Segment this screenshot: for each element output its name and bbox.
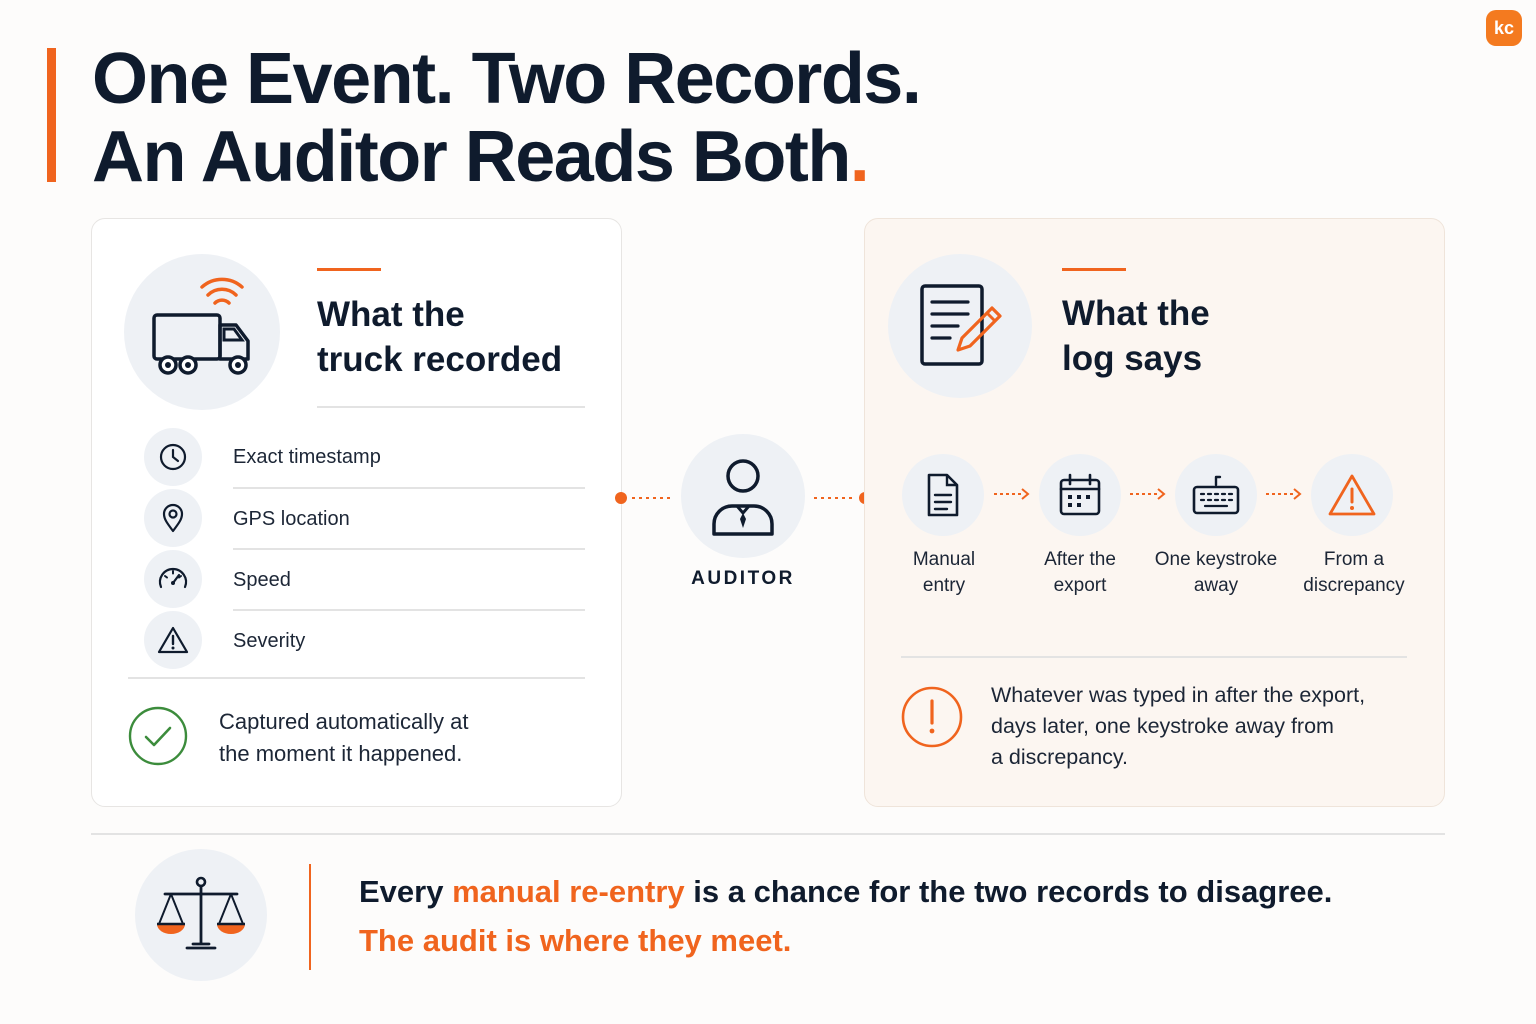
title-line-2: An Auditor Reads Both. <box>92 118 920 196</box>
truck-card-note-line-1: Captured automatically at <box>219 709 469 734</box>
speed-icon-circle <box>144 550 202 608</box>
auditor-icon-circle <box>681 434 805 558</box>
truck-card-note-line-2: the moment it happened. <box>219 741 463 766</box>
list-item: Severity <box>233 630 306 652</box>
list-divider <box>233 609 585 611</box>
footer-line-1: Every manual re-entry is a chance for th… <box>359 874 1332 910</box>
log-card-title-line-1: What the <box>1062 294 1210 333</box>
step-label: After the export <box>1015 547 1145 599</box>
severity-icon-circle <box>144 611 202 669</box>
footer-accent-bar <box>309 864 311 970</box>
footer-line-1-end: is a chance for the two records to disag… <box>684 874 1333 909</box>
step-label-line-1: From a <box>1323 549 1385 570</box>
document-icon <box>927 473 959 517</box>
log-card-note: Whatever was typed in after the export, … <box>991 680 1365 773</box>
footer-highlight: manual re-entry <box>452 874 685 909</box>
step-label-line-2: entry <box>922 575 966 596</box>
scale-icon-circle <box>135 849 267 981</box>
step-label-line-1: Manual <box>912 549 976 570</box>
list-item: Speed <box>233 569 291 591</box>
speedometer-icon <box>158 567 188 589</box>
auditor-label: AUDITOR <box>691 568 795 589</box>
log-card-note-rule <box>901 656 1407 658</box>
warning-icon <box>157 626 189 654</box>
clock-icon-circle <box>144 428 202 486</box>
log-card-note-line-1: Whatever was typed in after the export, <box>991 683 1366 707</box>
location-icon-circle <box>144 489 202 547</box>
step-icon-circle <box>1311 454 1393 536</box>
truck-card-title: What the truck recorded <box>317 292 562 382</box>
step-label-line-2: export <box>1053 575 1107 596</box>
step-arrow <box>994 488 1030 500</box>
step-label-line-2: away <box>1193 575 1239 596</box>
footer-divider <box>91 833 1445 835</box>
truck-card-note: Captured automatically at the moment it … <box>219 706 468 770</box>
keyboard-icon <box>1192 475 1240 515</box>
page-title: One Event. Two Records. An Auditor Reads… <box>92 39 922 196</box>
step-icon-circle <box>1039 454 1121 536</box>
step-label: From a discrepancy <box>1289 547 1419 599</box>
title-accent-bar <box>47 48 56 182</box>
balance-scale-icon <box>157 876 245 950</box>
step-label-line-1: One keystroke <box>1154 549 1278 570</box>
list-item: Exact timestamp <box>233 446 381 468</box>
footer-line-1-start: Every <box>359 874 453 909</box>
step-label-line-1: After the <box>1044 549 1116 570</box>
list-item: GPS location <box>233 508 350 530</box>
brand-logo: kc <box>1486 10 1522 46</box>
check-circle-icon <box>128 706 188 766</box>
step-label-line-2: discrepancy <box>1303 575 1405 596</box>
list-divider <box>233 548 585 550</box>
truck-card-title-line-1: What the <box>317 295 465 334</box>
title-period: . <box>849 117 870 197</box>
truck-card-title-line-2: truck recorded <box>317 340 563 379</box>
title-line-2-text: An Auditor Reads Both <box>92 117 851 197</box>
step-icon-circle <box>1175 454 1257 536</box>
footer-line-2: The audit is where they meet. <box>359 923 792 958</box>
log-card-note-line-2: days later, one keystroke away from <box>991 714 1334 738</box>
auditor-person-icon <box>712 459 774 536</box>
exclamation-circle-icon <box>901 686 963 748</box>
step-arrow <box>1266 488 1302 500</box>
truck-card-title-rule <box>317 406 585 408</box>
log-card-note-line-3: a discrepancy. <box>991 745 1129 769</box>
truck-card-accent <box>317 268 381 271</box>
step-label: One keystroke away <box>1151 547 1281 599</box>
truck-card-note-rule <box>128 677 585 679</box>
left-connector <box>615 492 672 504</box>
truck-icon-circle <box>124 254 280 410</box>
log-icon-circle <box>888 254 1032 398</box>
calendar-icon <box>1059 473 1101 516</box>
list-divider <box>233 487 585 489</box>
log-card-title-line-2: log says <box>1062 339 1203 378</box>
title-line-1: One Event. Two Records. <box>92 39 922 119</box>
log-card-title: What the log says <box>1062 291 1210 381</box>
truck-signal-icon <box>152 277 250 375</box>
warning-icon <box>1328 474 1376 516</box>
location-pin-icon <box>162 503 184 533</box>
log-card-accent <box>1062 268 1126 271</box>
step-arrow <box>1130 488 1166 500</box>
clock-icon <box>159 443 187 471</box>
step-icon-circle <box>902 454 984 536</box>
document-pencil-icon <box>920 284 1002 366</box>
step-label: Manual entry <box>879 547 1009 599</box>
